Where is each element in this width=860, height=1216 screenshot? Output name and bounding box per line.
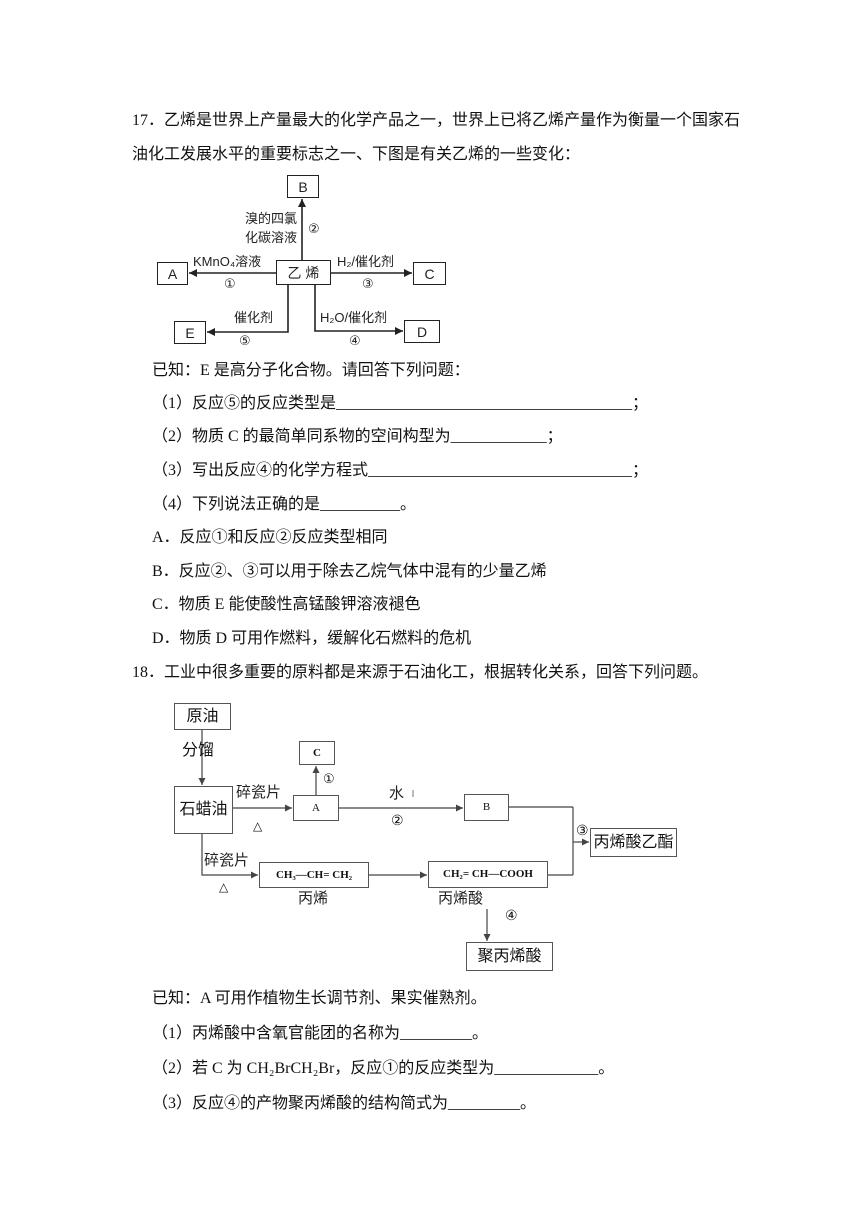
q17-option-c: C．物质 E 能使酸性高锰酸钾溶液褪色 bbox=[152, 596, 421, 613]
q17-question-1: （1）反应⑤的反应类型是____________________________… bbox=[152, 395, 649, 412]
q17-stem-line-1: 17．乙烯是世界上产量最大的化学产品之一，世界上已将乙烯产量作为衡量一个国家石 bbox=[132, 112, 741, 129]
d2-box-a: A bbox=[293, 795, 339, 821]
d2-step-1: ① bbox=[323, 771, 335, 786]
q17-question-2: （2）物质 C 的最简单同系物的空间构型为____________； bbox=[152, 428, 563, 445]
d2-acrylic-acid-name: 丙烯酸 bbox=[438, 891, 484, 907]
d2-box-acrylic-acid-formula: CH₂= CH—COOH bbox=[428, 861, 548, 888]
d1-step-2: ② bbox=[308, 221, 320, 236]
q17-question-3: （3）写出反应④的化学方程式__________________________… bbox=[152, 462, 649, 479]
d1-box-b: B bbox=[287, 175, 319, 198]
d1-reagent-3: H₂/催化剂 bbox=[337, 254, 395, 269]
q17-option-b: B．反应②、③可以用于除去乙烷气体中混有的少量乙烯 bbox=[152, 563, 547, 580]
d1-step-3: ③ bbox=[362, 276, 374, 291]
d2-box-propene-formula: CH₃—CH= CH₂ bbox=[259, 862, 369, 888]
d1-box-e: E bbox=[174, 321, 206, 344]
q18-known: 已知：A 可用作植物生长调节剂、果实催熟剂。 bbox=[152, 990, 487, 1007]
arrow-ethylene-to-e bbox=[207, 285, 289, 336]
q17-option-a: A．反应①和反应②反应类型相同 bbox=[152, 529, 388, 546]
d1-reagent-2-line-2: 化碳溶液 bbox=[245, 230, 298, 245]
d1-reagent-2-line-1: 溴的四氯 bbox=[245, 211, 298, 226]
d2-catalyst-bottom: 碎瓷片 bbox=[204, 853, 250, 869]
d2-step-2: ② bbox=[391, 814, 404, 829]
d2-fractionation-label: 分馏 bbox=[182, 742, 215, 759]
d1-reagent-4: H₂O/催化剂 bbox=[320, 310, 388, 325]
q17-option-d: D．物质 D 可用作燃料，缓解化石燃料的危机 bbox=[152, 630, 472, 647]
q17-stem-line-2: 油化工发展水平的重要标志之一、下图是有关乙烯的一些变化： bbox=[132, 146, 581, 163]
d2-box-crude-oil: 原油 bbox=[174, 703, 231, 730]
d2-propene-name: 丙烯 bbox=[298, 891, 329, 907]
d2-catalyst-top: 碎瓷片 bbox=[236, 785, 282, 801]
d1-step-4: ④ bbox=[349, 333, 361, 348]
d2-water-label: 水 bbox=[389, 786, 405, 802]
d1-box-ethylene: 乙 烯 bbox=[276, 260, 331, 285]
d2-step-3: ③ bbox=[576, 824, 589, 839]
q17-known: 已知：E 是高分子化合物。请回答下列问题： bbox=[152, 362, 470, 379]
d1-step-1: ① bbox=[224, 276, 236, 291]
d2-box-b: B bbox=[464, 794, 509, 821]
q17-question-4: （4）下列说法正确的是__________。 bbox=[152, 496, 417, 513]
d2-box-paraffin-oil: 石蜡油 bbox=[174, 786, 233, 834]
q18-question-3: （3）反应④的产物聚丙烯酸的结构简式为_________。 bbox=[152, 1095, 537, 1112]
q18-stem: 18．工业中很多重要的原料都是来源于石油化工，根据转化关系，回答下列问题。 bbox=[132, 664, 709, 681]
d1-step-5: ⑤ bbox=[239, 333, 251, 348]
q18-question-2: （2）若 C 为 CH₂BrCH₂Br，反应①的反应类型为___________… bbox=[152, 1060, 615, 1077]
d1-reagent-5: 催化剂 bbox=[234, 310, 274, 325]
d2-box-polyacrylic-acid: 聚丙烯酸 bbox=[466, 942, 553, 971]
d1-reagent-1: KMnO₄溶液 bbox=[193, 254, 262, 269]
d2-box-ethyl-acrylate: 丙烯酸乙酯 bbox=[590, 828, 677, 857]
arrow-ethylene-to-d bbox=[314, 285, 403, 335]
arrow-paraffin-to-propene bbox=[201, 834, 258, 879]
d1-box-c: C bbox=[413, 262, 446, 285]
d1-box-d: D bbox=[404, 320, 440, 343]
d2-box-c: C bbox=[299, 741, 335, 765]
d2-step-4: ④ bbox=[505, 909, 518, 924]
d1-box-a: A bbox=[157, 262, 188, 285]
d2-heat-top: △ bbox=[253, 819, 263, 833]
q18-question-1: （1）丙烯酸中含氧官能团的名称为_________。 bbox=[152, 1025, 489, 1042]
d2-heat-bottom: △ bbox=[219, 880, 229, 894]
